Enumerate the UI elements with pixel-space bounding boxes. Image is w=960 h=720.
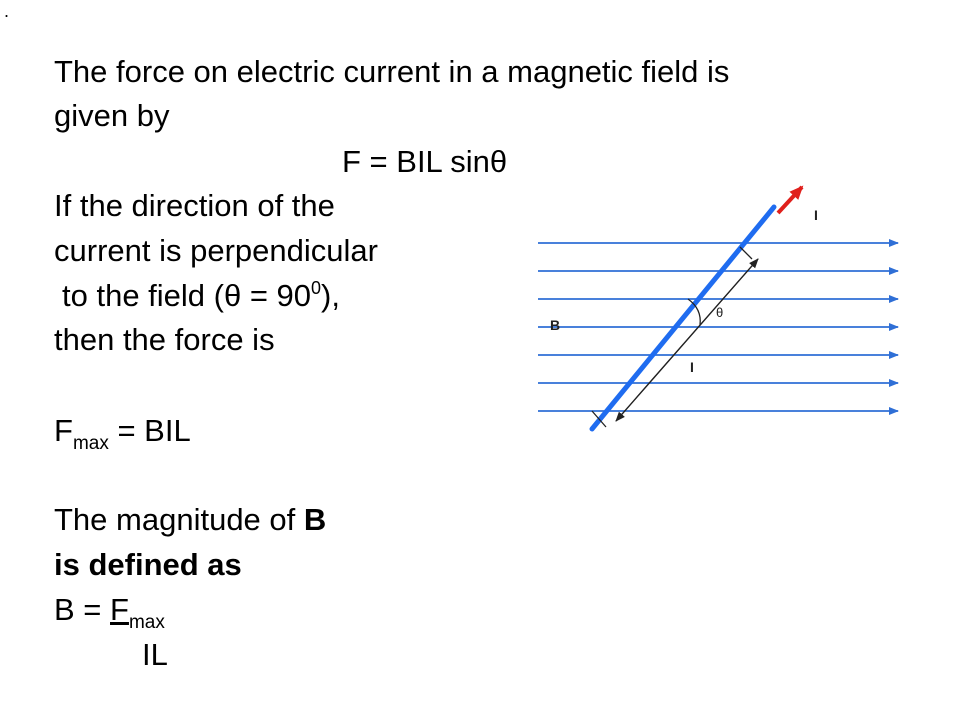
fmax-rest: = BIL [108,413,191,448]
condition-line-1: If the direction of the [54,188,335,223]
fmax-subscript: max [72,433,109,454]
corner-mark: . [4,1,10,21]
dimension-tick [739,246,753,260]
condition-line-3-end: ), [321,278,340,313]
b-definition-subscript: max [128,612,165,633]
field-label: B [550,317,560,333]
b-definition-lhs: B = [54,592,111,627]
b-definition-fraction-top: Fmax [110,592,165,633]
condition-line-3: to the field (θ = 900), [62,278,340,318]
magnitude-b-symbol: B [303,502,327,537]
wire [589,204,777,432]
intro-line-1: The force on electric current in a magne… [54,54,730,89]
dimension-tick [591,410,607,428]
current-label-mid: I [690,359,694,375]
defined-as-line: is defined as [54,547,242,582]
b-definition-numerator: B = Fmax [54,592,165,633]
magnitude-text: The magnitude of [54,502,304,537]
magnitude-line: The magnitude of B [54,502,326,538]
angle-label: θ [716,305,723,320]
field-current-diagram: I B θ I [538,185,899,432]
length-dimension-line [615,258,759,422]
force-formula: F = BIL sinθ [342,144,508,179]
condition-line-3-text: to the field (θ = 90 [62,278,312,313]
angle-arc [687,298,701,326]
intro-line-2: given by [54,98,170,133]
condition-line-4: then the force is [54,322,275,357]
fmax-equation: Fmax = BIL [54,413,191,454]
current-direction-arrow [776,185,804,215]
b-definition-denominator: IL [142,637,168,672]
b-definition-f: F [110,592,129,627]
degree-superscript: 0 [311,278,322,298]
condition-line-2: current is perpendicular [54,233,378,268]
field-lines [538,239,899,415]
current-label-top: I [814,207,818,223]
fmax-symbol: F [54,413,73,448]
